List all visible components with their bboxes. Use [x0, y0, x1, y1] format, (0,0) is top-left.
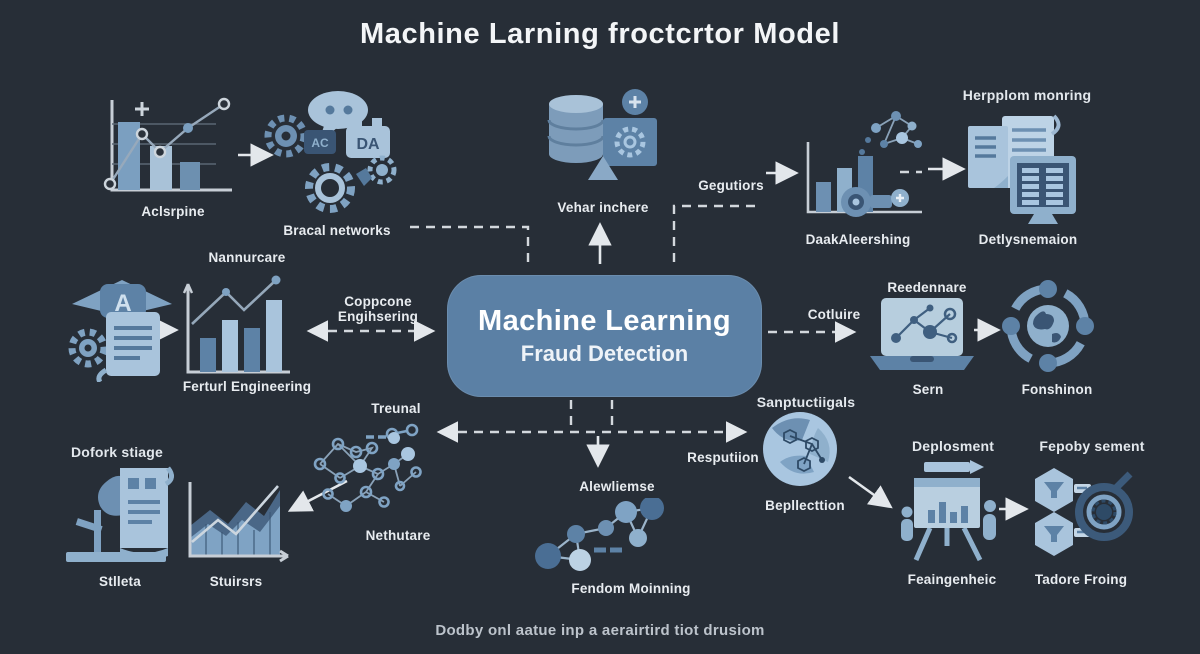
- dashed-box-to-gegutiors: [672, 204, 760, 262]
- header-deplosment: Deplosment: [911, 438, 995, 454]
- label-feaingenheic: Feaingenheic: [907, 572, 997, 587]
- diagram-title: Machine Larning froctcrtor Model: [359, 18, 840, 50]
- a-badge-text: A: [114, 290, 131, 317]
- orbit-globe-icon: [1002, 280, 1094, 372]
- hexagon-badges-gear-icon: [1035, 468, 1133, 556]
- dashed-bracal-to-box: [410, 225, 530, 266]
- label-aclsrpine: Aclsrpine: [141, 204, 205, 219]
- label-nethutare: Nethutare: [365, 528, 431, 543]
- label-tadore-froing: Tadore Froing: [1034, 572, 1128, 587]
- label-nannurcare: Nannurcare: [208, 250, 286, 265]
- globe-network-icon: [763, 412, 837, 486]
- label-bracal-networks: Bracal networks: [283, 223, 391, 238]
- header-herpplom-monring: Herpplom monring: [962, 87, 1092, 103]
- label-gegutiors: Gegutiors: [698, 178, 764, 193]
- documents-monitor-icon: [968, 114, 1076, 224]
- ac-tag-text: AC: [311, 136, 329, 150]
- caption: Dodby onl aatue inp a aerairtird tiot dr…: [435, 622, 765, 639]
- label-ferturl-engineering: Ferturl Engineering: [182, 379, 312, 394]
- gears-chat-cluster-icon: AC DA: [264, 91, 397, 213]
- label-treunal: Treunal: [371, 401, 421, 416]
- label-fonshinon: Fonshinon: [1021, 382, 1093, 397]
- label-stlleta: Stlleta: [99, 574, 141, 589]
- label-sern: Sern: [912, 382, 944, 397]
- label-stuirsrs: Stuirsrs: [209, 574, 263, 589]
- label-bepllecttion: Bepllecttion: [765, 498, 845, 513]
- label-cotluire: Cotluire: [807, 307, 861, 322]
- header-sanptuctiigals: Sanptuctiigals: [756, 394, 856, 410]
- presentation-easel-icon: [901, 460, 996, 562]
- label-vehar-inchere: Vehar inchere: [557, 200, 649, 215]
- analytics-camera-cluster-icon: [806, 111, 922, 217]
- header-fepoby-sement: Fepoby sement: [1039, 438, 1145, 454]
- area-chart-icon: [188, 482, 289, 563]
- network-graph-icon: [313, 423, 422, 512]
- feature-bar-chart-icon: [182, 275, 290, 374]
- arrow-globe-to-easel: [848, 475, 893, 509]
- lamp-scroll-icon: [66, 466, 174, 562]
- label-alewliemse: Alewliemse: [579, 479, 655, 494]
- label-reedennare: Reedennare: [887, 280, 967, 295]
- label-coppcone-line2: Engihsering: [337, 309, 419, 324]
- header-dofork-stiage: Dofork stiage: [70, 444, 164, 460]
- center-node-title: Machine Learning: [478, 305, 731, 337]
- label-coppcone-engineering: Coppcone Engihsering: [338, 294, 418, 324]
- label-coppcone-line1: Coppcone: [344, 294, 412, 309]
- label-resputiion: Resputiion: [687, 450, 759, 465]
- label-detlysnemaion: Detlysnemaion: [978, 232, 1078, 247]
- molecule-chain-icon: [535, 498, 664, 571]
- database-gear-icon: [547, 89, 657, 180]
- center-node-subtitle: Fraud Detection: [520, 341, 689, 366]
- bar-line-chart-icon: [103, 97, 232, 192]
- model-document-gear-icon: A: [68, 280, 172, 382]
- ml-fraud-detection-node: Machine Learning Fraud Detection: [447, 275, 762, 397]
- arrow-network-to-areachart: [287, 479, 348, 512]
- label-fendom-moinning: Fendom Moinning: [571, 581, 691, 596]
- laptop-network-icon: [870, 298, 974, 370]
- label-daakaleershing: DaakAleershing: [805, 232, 911, 247]
- da-tag-text: DA: [356, 136, 380, 153]
